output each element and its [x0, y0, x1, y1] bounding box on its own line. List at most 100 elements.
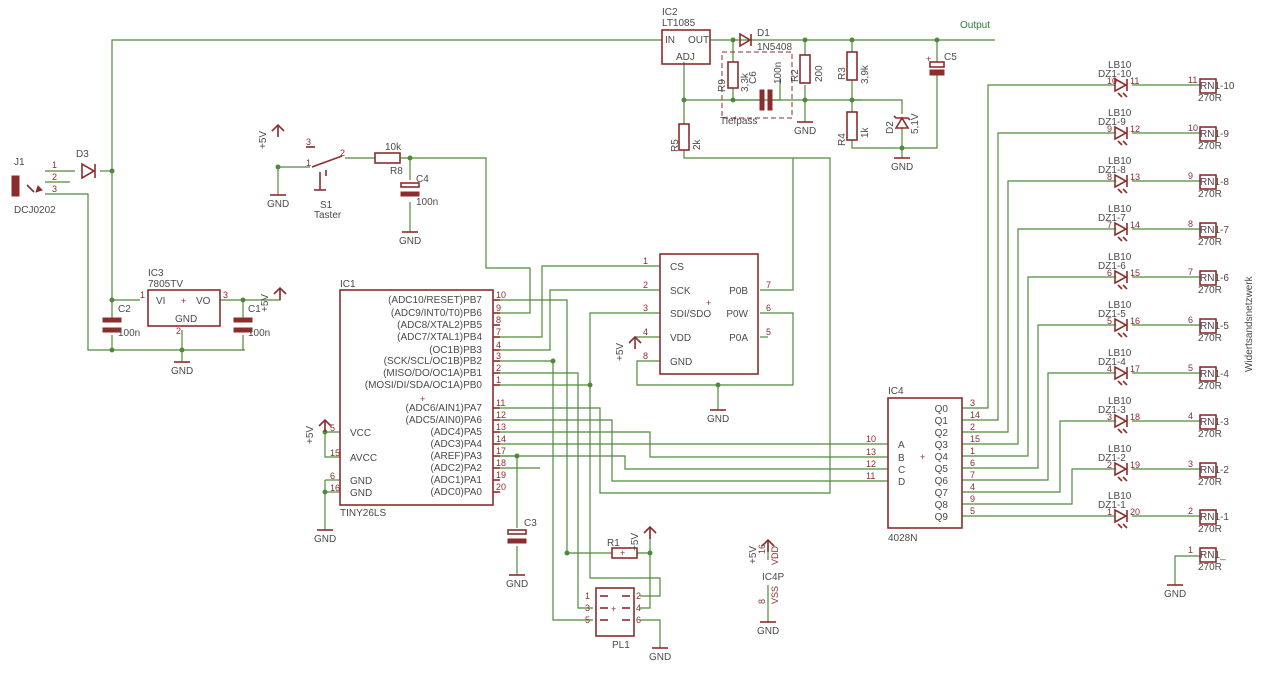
dpot-pin-label: P0A	[729, 333, 748, 344]
ic1-pin-label: (ADC6/AIN1)PA7	[405, 403, 482, 414]
led-dz-label: DZ1-6	[1098, 261, 1126, 272]
output-net-label: Output	[960, 20, 990, 31]
r9-name: R9	[717, 79, 728, 92]
led-lb-label: LB10	[1108, 348, 1132, 359]
svg-text:16: 16	[757, 544, 767, 554]
power-symbols: +5V+5V+5V+5V+5V+5VGNDGNDGNDGNDGNDGNDGNDG…	[171, 121, 1186, 663]
j1-value: DCJ0202	[14, 205, 56, 216]
diode-d1: D1 1N5408	[739, 28, 792, 53]
dpot-pin-label: CS	[670, 262, 684, 273]
ic1-pin-label: (SCK/SCL/OC1B)PB2	[384, 356, 483, 367]
gnd-label: GND	[171, 366, 193, 377]
ic2-in: IN	[665, 35, 675, 46]
dpot-pin-label: P0W	[726, 309, 748, 320]
led-anode-pin: 9	[1107, 124, 1112, 134]
led-dz-label: DZ1-9	[1098, 117, 1126, 128]
ic4-pin-number: 1	[970, 446, 975, 456]
pl1-name: PL1	[612, 640, 630, 651]
j1-pin2: 2	[52, 172, 57, 182]
gnd-symbol: GND	[707, 409, 729, 425]
resistor-r2: R2 200	[790, 54, 825, 84]
vcc-label: +5V	[630, 533, 641, 551]
ic1-pin-number: 18	[496, 458, 506, 468]
dpot-pin-number: 6	[766, 303, 771, 313]
svg-text:VDD: VDD	[770, 545, 780, 565]
ic4-pin-label: C	[898, 465, 905, 476]
ic1-pin-label: (ADC5/AIN0)PA6	[405, 415, 482, 426]
led-dz-label: DZ1-3	[1098, 405, 1126, 416]
ic4-pin-label: Q4	[935, 452, 949, 463]
vcc-label: +5V	[305, 426, 316, 444]
capacitor-c2: C2 100n	[102, 304, 140, 339]
s1-pin3: 3	[306, 137, 311, 147]
led-cathode-pin: 16	[1130, 316, 1140, 326]
svg-text:4: 4	[636, 603, 641, 613]
gnd-label: GND	[1164, 589, 1186, 600]
rn-value: 270R	[1198, 141, 1222, 152]
rn-value: 270R	[1198, 189, 1222, 200]
rn-pin: 6	[1188, 315, 1193, 325]
led-cathode-pin: 15	[1130, 268, 1140, 278]
dpot-pin-label: SCK	[670, 286, 691, 297]
ic1-pin-label: (OC1B)PB3	[429, 345, 482, 356]
ic1-pin-number: 7	[496, 327, 501, 337]
dpot-pin-number: 5	[766, 327, 771, 337]
led-lb-label: LB10	[1108, 60, 1132, 71]
r5-value: 2k	[692, 138, 703, 150]
r8-name: R8	[390, 166, 403, 177]
c2-value: 100n	[118, 328, 140, 339]
led-lb-label: LB10	[1108, 108, 1132, 119]
tiefpass-label: Tiefpass	[720, 116, 757, 127]
c3-name: C3	[524, 518, 537, 529]
gnd-label: GND	[649, 652, 671, 663]
ic1-pin-label: GND	[350, 488, 372, 499]
gnd-label: GND	[891, 162, 913, 173]
vcc-symbol: +5V	[258, 123, 285, 149]
r2-name: R2	[790, 69, 801, 82]
ic1-pin-number: 9	[496, 303, 501, 313]
r9-value: 3,3k	[740, 72, 751, 92]
rn-pin: 4	[1188, 411, 1193, 421]
rn-name: RN1-8	[1200, 177, 1229, 188]
connector-j1: J1 DCJ0202 1 2 3	[11, 157, 57, 216]
gnd-symbol: GND	[649, 647, 671, 663]
led-cathode-pin: 17	[1130, 364, 1140, 374]
ic1-pin-label: (ADC10/RESET)PB7	[388, 295, 482, 306]
ic4-pin-label: Q7	[935, 488, 949, 499]
ic1-pin-number: 12	[496, 410, 506, 420]
ic1-pin-label: (ADC2)PA2	[431, 463, 483, 474]
ic1-pin-label: (MOSI/DI/SDA/OC1A)PB0	[365, 380, 483, 391]
c1-name: C1	[248, 304, 261, 315]
led-cathode-pin: 20	[1130, 507, 1140, 517]
led-dz-label: DZ1-10	[1098, 69, 1132, 80]
gnd-symbol: GND	[794, 121, 816, 137]
dpot-pin-label: P0B	[729, 286, 748, 297]
ic1-pin-number: 8	[496, 315, 501, 325]
c6-name: C6	[748, 71, 759, 84]
rn-pin: 9	[1188, 171, 1193, 181]
vcc-symbol: +5V	[748, 538, 775, 564]
gnd-label: GND	[314, 534, 336, 545]
gnd-label: GND	[506, 579, 528, 590]
regulator-ic2: IC2 LT1085 IN OUT ADJ	[661, 7, 711, 65]
ic4-pin-number: 15	[970, 434, 980, 444]
gnd-label: GND	[267, 199, 289, 210]
c2-name: C2	[118, 304, 131, 315]
capacitor-c5: + C5	[926, 52, 957, 76]
gnd-symbol: GND	[506, 574, 528, 590]
ic1-pin-label: (MISO/DO/OC1A)PB1	[383, 368, 482, 379]
rn-value: 270R	[1198, 285, 1222, 296]
ic4-pin-label: Q6	[935, 476, 949, 487]
ic4-value: 4028N	[888, 533, 917, 544]
ic4-pin-number: 14	[970, 410, 980, 420]
ic4-pin-number: 5	[970, 506, 975, 516]
vcc-symbol: +5V	[615, 335, 642, 361]
led-cathode-pin: 11	[1130, 76, 1139, 86]
